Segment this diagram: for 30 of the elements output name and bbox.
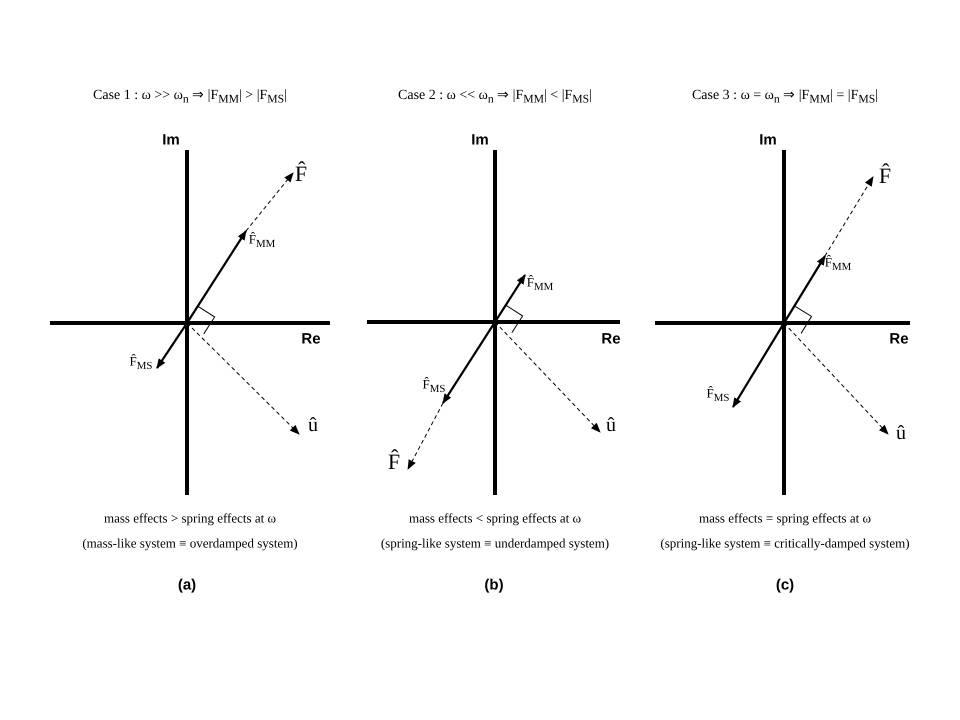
case-heading: Case 1 : ω >> ω$_{n}$ ⇒ |F$_{MM}$| > |F$_{MS}$| bbox=[93, 88, 287, 106]
axis-label: Re bbox=[301, 332, 321, 346]
system-type-text: (spring-like system ≡ underdamped system) bbox=[380, 536, 610, 550]
vector-label: F̂$_{MM}$ bbox=[248, 232, 276, 250]
case-heading: Case 3 : ω = ω$_{n}$ ⇒ |F$_{MM}$| = |F$_{MS}$| bbox=[692, 88, 878, 106]
vector-label: F̂$_{MS}$ bbox=[706, 386, 730, 404]
system-type-text: (mass-like system ≡ overdamped system) bbox=[82, 536, 298, 550]
panel-label: (c) bbox=[776, 578, 794, 592]
condition-text: mass effects = spring effects at ω bbox=[698, 512, 872, 524]
axis-label: Im bbox=[162, 132, 180, 148]
panel-label: (b) bbox=[484, 578, 504, 592]
vector-label: F̂$_{MM}$ bbox=[824, 255, 852, 273]
vector-label: û bbox=[308, 415, 318, 435]
vector-label: F̂$_{MM}$ bbox=[526, 275, 554, 293]
case-heading: Case 2 : ω << ω$_{n}$ ⇒ |F$_{MM}$| < |F$_{MS}$| bbox=[398, 88, 592, 106]
vector-label: û bbox=[896, 423, 906, 443]
system-type-text: (spring-like system ≡ critically-damped system) bbox=[660, 536, 910, 550]
panel-label: (a) bbox=[178, 578, 196, 592]
vector-label: F̂$_{MS}$ bbox=[130, 354, 152, 372]
vector-label: F̂$_{MS}$ bbox=[422, 377, 446, 395]
axis-label: Re bbox=[601, 332, 621, 346]
vector-label: F̂ bbox=[388, 451, 400, 473]
condition-text: mass effects < spring effects at ω bbox=[408, 512, 582, 524]
condition-text: mass effects > spring effects at ω bbox=[104, 512, 276, 524]
axis-label: Im bbox=[759, 132, 777, 148]
vector-label: û bbox=[606, 415, 616, 435]
vector-label: F̂ bbox=[294, 163, 308, 185]
axis-label: Im bbox=[471, 132, 489, 148]
vector-label: F̂ bbox=[878, 165, 892, 187]
axis-label: Re bbox=[889, 332, 909, 346]
